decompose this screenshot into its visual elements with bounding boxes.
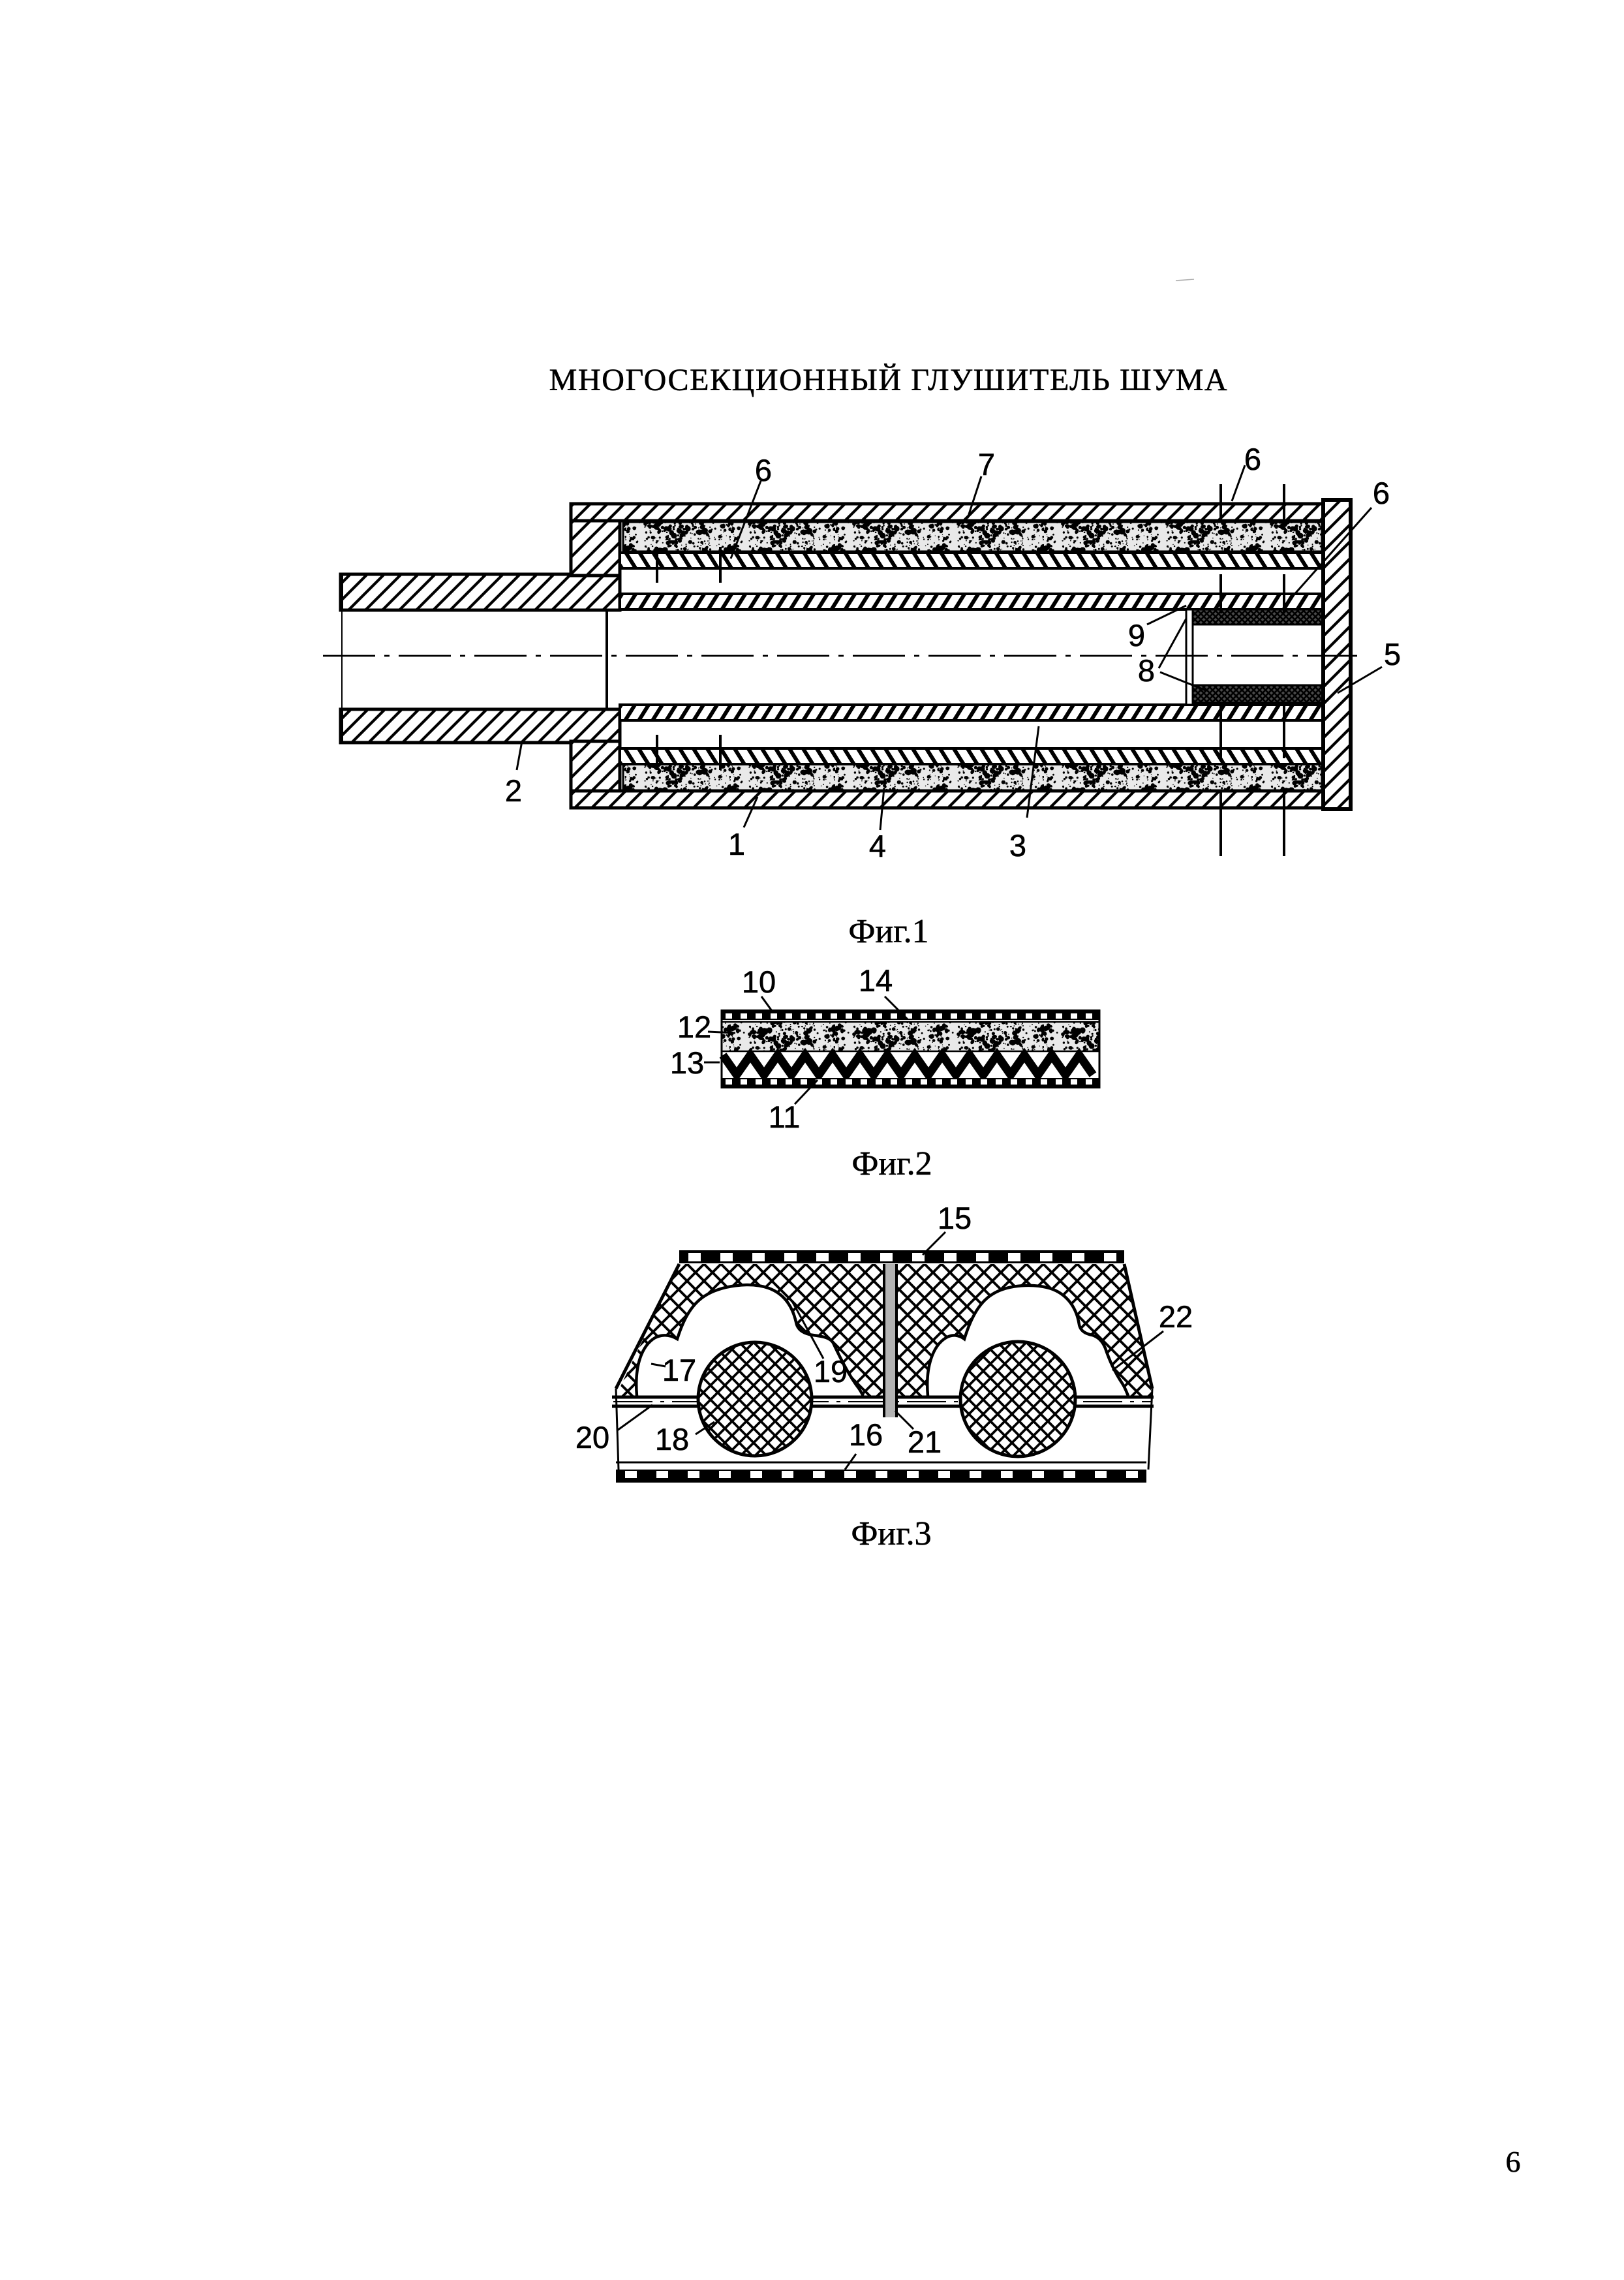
svg-text:9: 9: [1128, 618, 1145, 653]
svg-text:Фиг.2: Фиг.2: [851, 1145, 932, 1182]
svg-text:17: 17: [662, 1353, 696, 1387]
svg-text:13: 13: [670, 1045, 704, 1080]
svg-text:5: 5: [1384, 637, 1401, 671]
svg-text:10: 10: [742, 964, 776, 999]
svg-text:Фиг.1: Фиг.1: [848, 913, 928, 950]
svg-text:14: 14: [859, 963, 893, 998]
svg-text:Фиг.3: Фиг.3: [851, 1515, 931, 1552]
svg-text:16: 16: [849, 1417, 883, 1452]
svg-text:11: 11: [769, 1100, 801, 1134]
svg-text:4: 4: [869, 829, 886, 863]
svg-text:21: 21: [908, 1425, 942, 1459]
svg-text:19: 19: [814, 1354, 848, 1389]
svg-text:12: 12: [677, 1009, 711, 1044]
svg-text:МНОГОСЕКЦИОННЫЙ ГЛУШИТЕЛЬ ШУМА: МНОГОСЕКЦИОННЫЙ ГЛУШИТЕЛЬ ШУМА: [549, 363, 1229, 397]
svg-text:7: 7: [978, 447, 995, 482]
svg-text:6: 6: [755, 453, 772, 487]
svg-text:3: 3: [1009, 828, 1026, 863]
svg-text:18: 18: [655, 1422, 689, 1456]
svg-text:2: 2: [505, 773, 522, 808]
svg-text:15: 15: [938, 1201, 972, 1235]
svg-text:20: 20: [575, 1420, 609, 1455]
svg-text:8: 8: [1138, 653, 1155, 688]
svg-text:1: 1: [728, 827, 745, 861]
svg-text:6: 6: [1373, 476, 1390, 510]
svg-text:6: 6: [1244, 442, 1261, 476]
svg-text:22: 22: [1159, 1299, 1193, 1334]
svg-text:6: 6: [1506, 2145, 1521, 2178]
